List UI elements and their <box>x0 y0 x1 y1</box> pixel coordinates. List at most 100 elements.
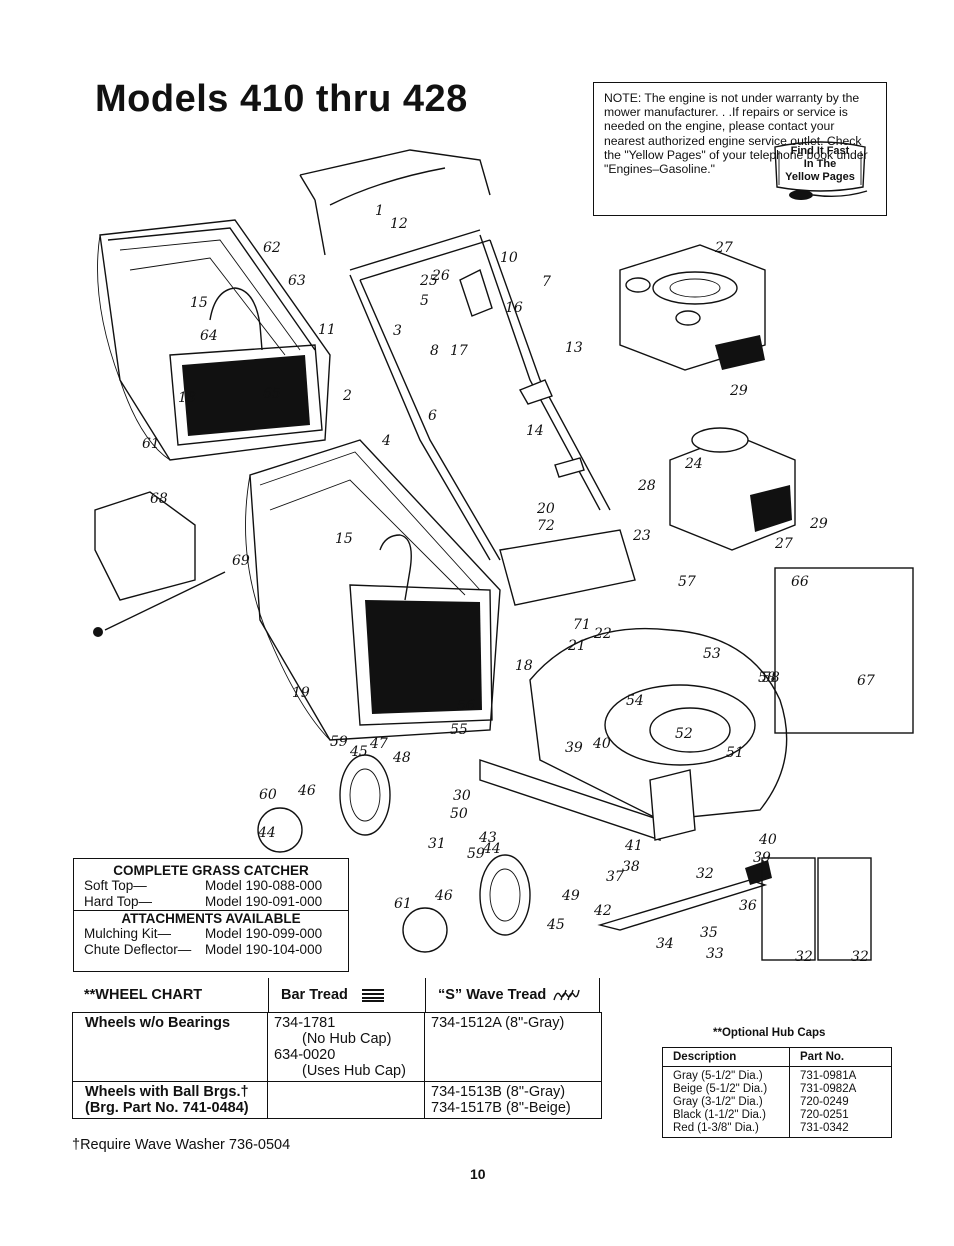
callout-number: 26 <box>431 268 450 284</box>
callout-number: 35 <box>700 925 718 941</box>
callout-number: 15 <box>190 295 208 311</box>
wheel-row-ball-bearings: Wheels with Ball Brgs.† (Brg. Part No. 7… <box>72 1081 601 1118</box>
callout-number: 15 <box>335 531 353 547</box>
callout-number: 21 <box>567 638 586 654</box>
col-description: Description <box>662 1047 790 1067</box>
callout-number: 57 <box>678 574 696 590</box>
callout-number: 29 <box>809 516 828 532</box>
callout-number: 62 <box>263 240 281 256</box>
hard-top-catcher-drawing <box>245 439 501 741</box>
callout-number: 58 <box>758 670 776 686</box>
callout-number: 27 <box>714 240 733 256</box>
callout-number: 12 <box>390 216 408 232</box>
callout-number: 59 <box>330 734 348 750</box>
attachment-row: Chute Deflector—Model 190-104-000 <box>84 941 323 957</box>
callout-number: 64 <box>200 328 218 344</box>
callout-number: 53 <box>703 646 721 662</box>
callout-number: 45 <box>546 917 565 933</box>
callout-number: 30 <box>453 788 471 804</box>
warranty-note: NOTE: The engine is not under warranty b… <box>593 82 887 216</box>
wheel-chart: **WHEEL CHART Bar Tread “S” Wave Tread W… <box>72 978 602 1119</box>
bar-tread-icon <box>361 989 384 1002</box>
wave-tread-header: “S” Wave Tread <box>438 987 547 1003</box>
callout-number: 55 <box>450 722 468 738</box>
engine-drawing <box>619 244 796 551</box>
callout-number: 22 <box>593 626 612 642</box>
callout-number: 68 <box>150 491 168 507</box>
warranty-note-text: NOTE: The engine is not under warranty b… <box>604 91 868 177</box>
callout-number: 45 <box>349 744 368 760</box>
table-row: Gray (3-1/2" Dia.)720-0249 <box>662 1096 892 1109</box>
callout-number: 18 <box>515 658 533 674</box>
detail-insets <box>761 567 914 961</box>
catcher-row: Soft Top—Model 190-088-000 <box>84 878 323 893</box>
callout-number: 40 <box>592 736 611 752</box>
callout-number: 28 <box>637 478 656 494</box>
wheel-chart-title: **WHEEL CHART <box>84 987 203 1003</box>
callout-number: 46 <box>297 783 316 799</box>
callout-number: 1 <box>375 203 384 219</box>
callout-number: 44 <box>257 825 276 841</box>
callout-number: 60 <box>259 787 277 803</box>
page-number: 10 <box>470 1166 486 1182</box>
callout-number: 7 <box>542 274 551 290</box>
callout-number: 32 <box>795 949 813 965</box>
callout-number: 41 <box>624 838 643 854</box>
callout-number: 24 <box>684 456 703 472</box>
callout-number: 32 <box>696 866 714 882</box>
hub-caps-table: Description Part No. Gray (5-1/2" Dia.)7… <box>662 1047 892 1138</box>
col-part-no: Part No. <box>789 1047 892 1067</box>
callout-number: 31 <box>428 836 446 852</box>
callout-number: 54 <box>626 693 644 709</box>
callout-number: 71 <box>573 617 591 633</box>
callout-number: 65 <box>263 386 281 402</box>
callout-number: 37 <box>606 869 624 885</box>
callout-number: 69 <box>232 553 250 569</box>
callout-number: 25 <box>419 273 438 289</box>
callout-number: 39 <box>753 850 771 866</box>
callout-number: 11 <box>318 322 336 338</box>
callout-number: 8 <box>430 343 439 359</box>
callout-number: 19 <box>292 685 310 701</box>
table-row: Gray (5-1/2" Dia.)731-0981A <box>662 1066 892 1083</box>
callout-number: 59 <box>467 846 485 862</box>
wheel-row-no-bearings: Wheels w/o Bearings 734-1781 (No Hub Cap… <box>72 1013 601 1081</box>
soft-top-catcher-drawing <box>97 219 331 461</box>
callout-number: 43 <box>478 830 497 846</box>
callout-number: 46 <box>434 888 453 904</box>
table-row: Red (1-3/8" Dia.)731-0342 <box>662 1122 892 1138</box>
callout-number: 66 <box>791 574 809 590</box>
callout-number: 52 <box>675 726 693 742</box>
callout-number: 58 <box>762 670 780 686</box>
catcher-row: Hard Top—Model 190-091-000 <box>84 893 323 909</box>
attachments-heading: ATTACHMENTS AVAILABLE <box>121 911 301 926</box>
callout-number: 23 <box>632 528 651 544</box>
callout-number: 61 <box>142 436 160 452</box>
callout-number: 61 <box>394 896 412 912</box>
callout-number: 33 <box>706 946 724 962</box>
callout-number: 56 <box>457 698 475 714</box>
callout-number: 47 <box>369 736 388 752</box>
callout-number: 72 <box>537 518 555 534</box>
callout-number: 10 <box>500 250 518 266</box>
callout-number: 51 <box>726 745 744 761</box>
callout-number: 17 <box>450 343 468 359</box>
hub-caps-caption: **Optional Hub Caps <box>713 1027 826 1039</box>
bar-tread-header: Bar Tread <box>281 987 348 1003</box>
handle-drawing <box>299 149 611 561</box>
callout-number: 14 <box>526 423 544 439</box>
callout-number: 6 <box>428 408 437 424</box>
callout-number: 48 <box>392 750 411 766</box>
footnote: †Require Wave Washer 736-0504 <box>72 1137 291 1153</box>
callout-number: 39 <box>565 740 583 756</box>
callout-number: 50 <box>450 806 468 822</box>
page-title: Models 410 thru 428 <box>95 78 468 120</box>
callout-number: 49 <box>561 888 580 904</box>
yellow-pages-logo-text: Find It Fast In The Yellow Pages <box>785 145 855 183</box>
callout-number: 16 <box>505 300 523 316</box>
callout-number: 38 <box>622 859 640 875</box>
telephone-icon <box>774 141 868 200</box>
callout-number: 44 <box>482 841 501 857</box>
